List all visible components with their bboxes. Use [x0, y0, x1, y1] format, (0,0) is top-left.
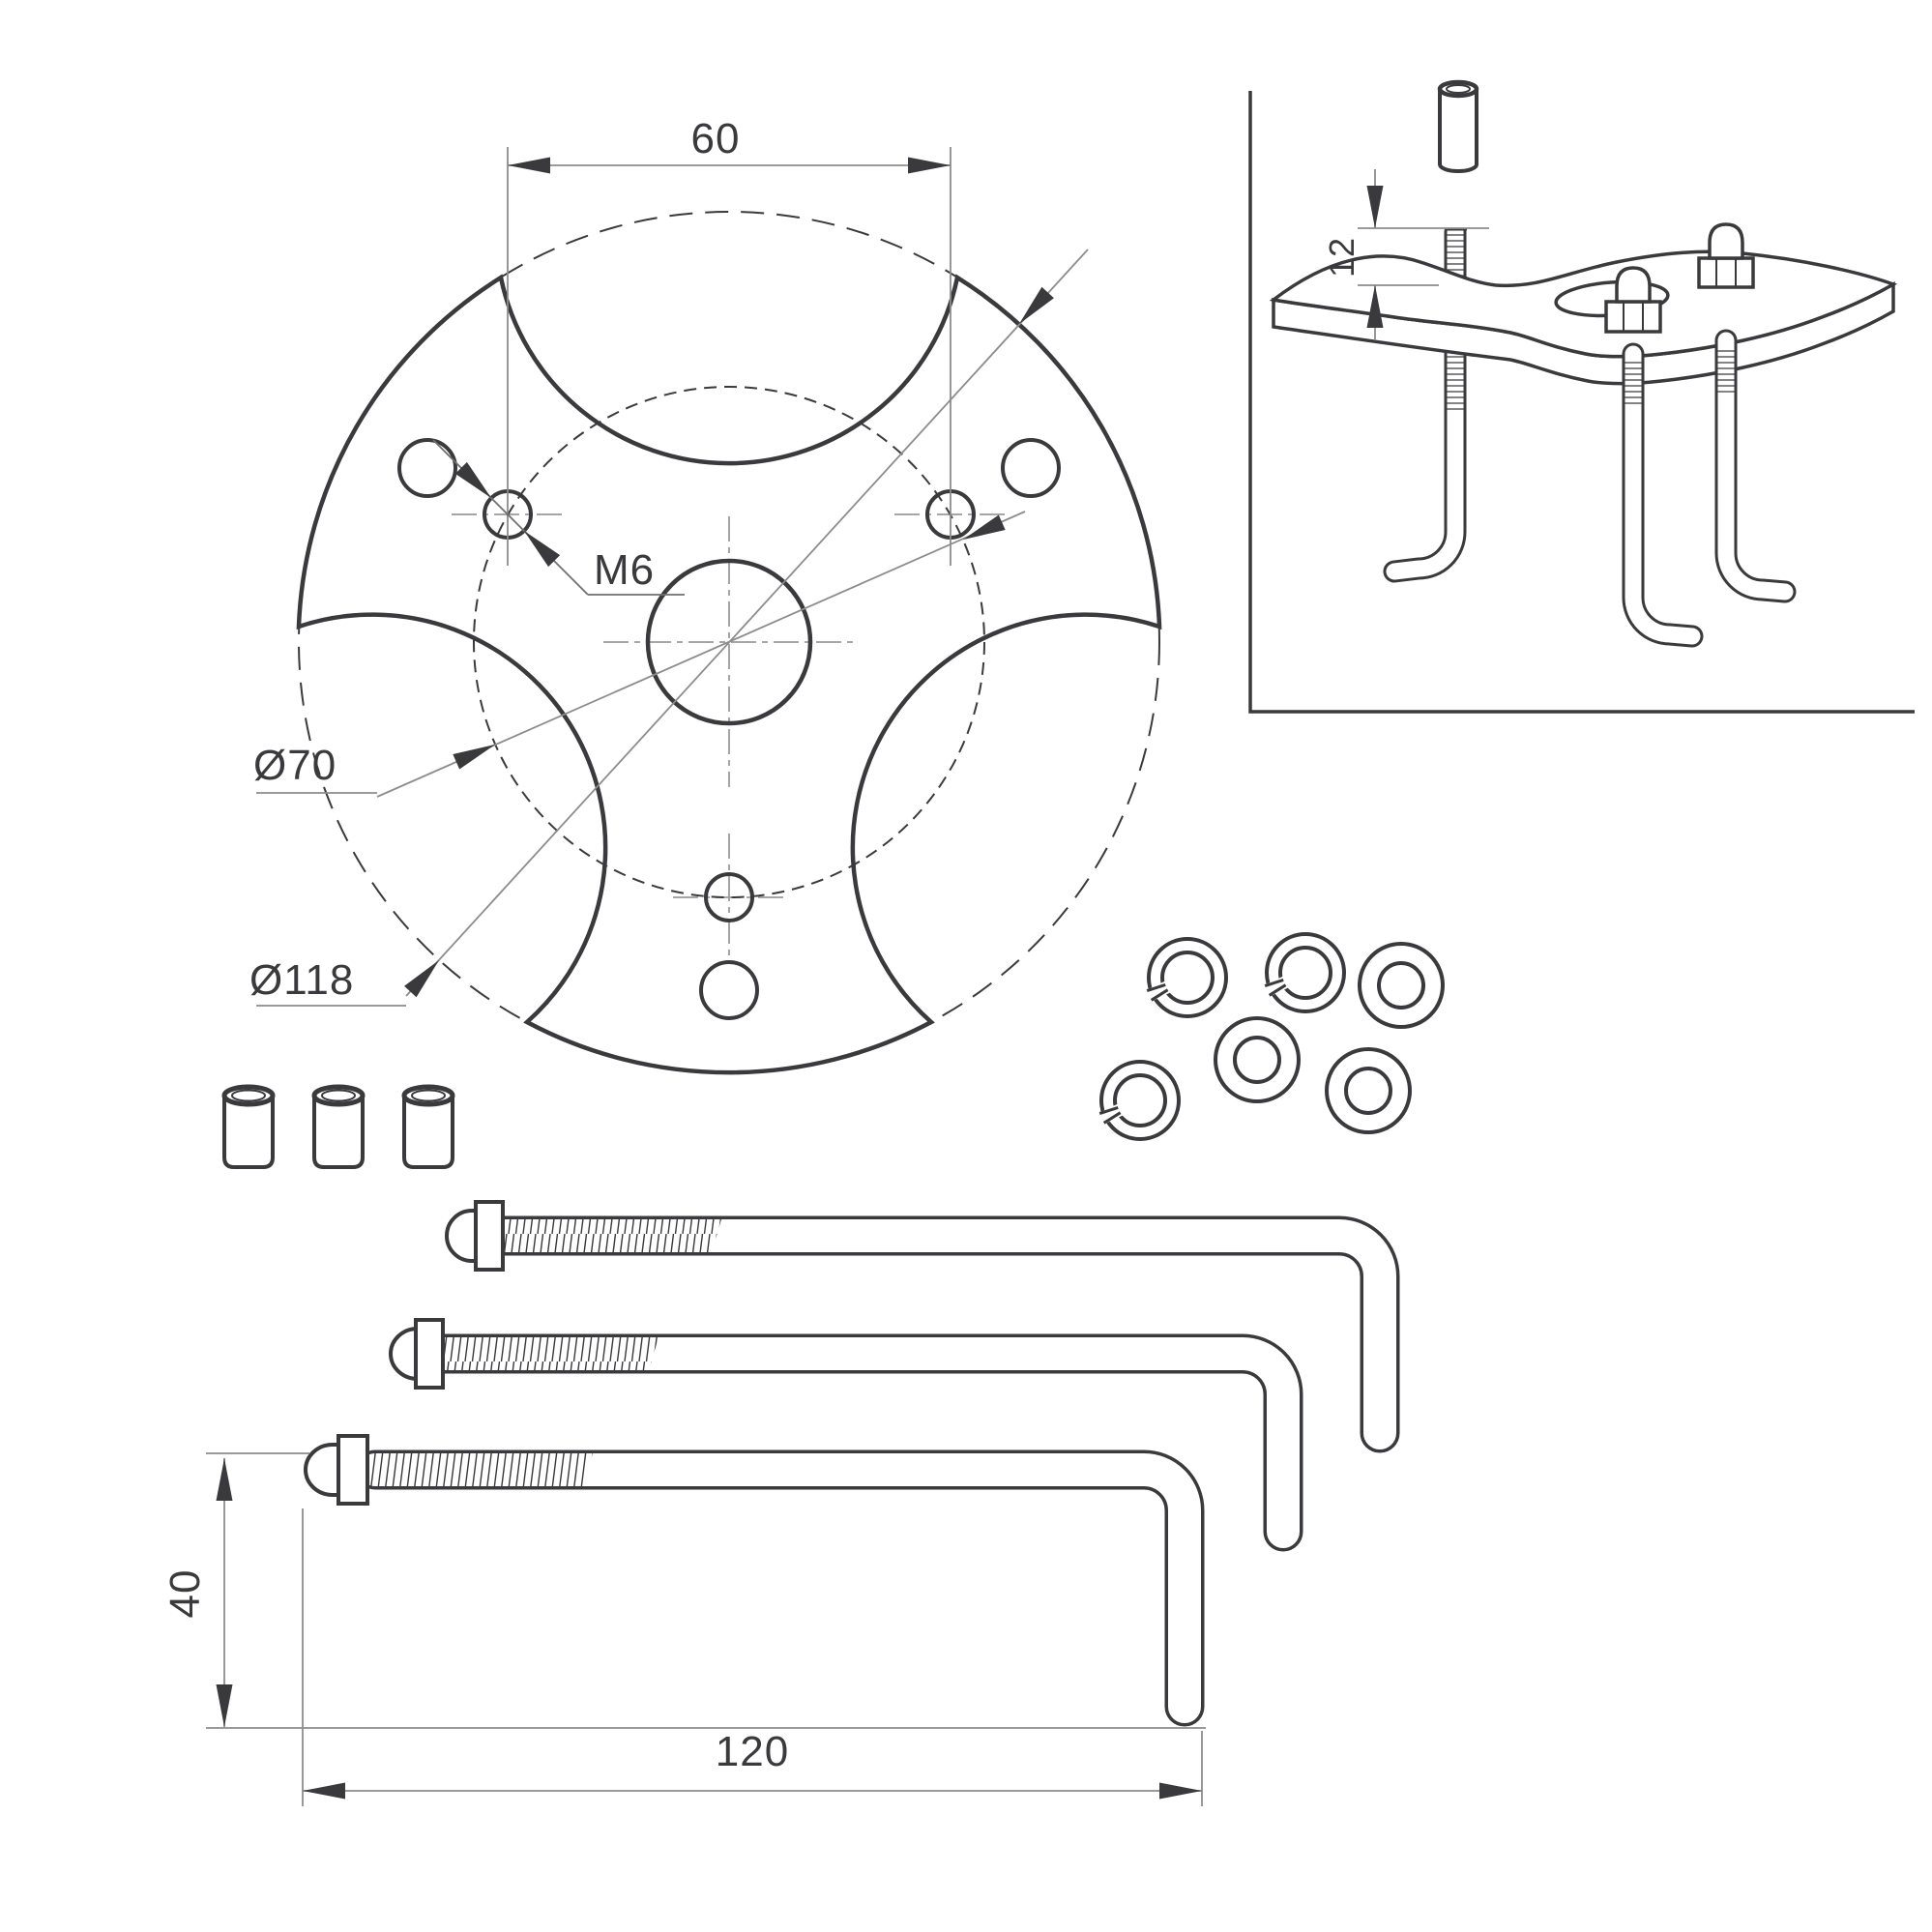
bolt-circle-dashed: [473, 386, 985, 898]
outer-circle-dashed: [298, 211, 1160, 1073]
dim-12: 12: [1322, 169, 1489, 340]
spring-washer: [1097, 1062, 1179, 1139]
iso-stud: [1383, 217, 1469, 583]
centerlines: [452, 513, 1007, 961]
dia70-leader: Ø70: [253, 511, 1026, 798]
hex-nut: [414, 1318, 445, 1390]
iso-plate: [1269, 249, 1898, 386]
counterbore-hole: [699, 960, 759, 1020]
iso-frame: [1248, 91, 1915, 714]
anchor-bolt: [388, 1318, 1303, 1552]
iso-stud: [1604, 266, 1704, 648]
thread-hatch: [443, 1337, 659, 1370]
iso-hex-nut: [1697, 256, 1755, 289]
counterbore-hole: [1001, 438, 1061, 498]
dia70-label: Ø70: [253, 742, 337, 789]
cap-nut: [303, 1443, 346, 1497]
anchor-bolts: [303, 1200, 1400, 1727]
hex-nut: [337, 1434, 369, 1506]
mount-hole: [704, 872, 754, 922]
dim-60-label: 60: [691, 115, 741, 162]
counterbore-hole: [397, 438, 457, 498]
spacer-tube: [224, 1087, 273, 1167]
spring-washer: [1144, 939, 1226, 1016]
dim-120-label: 120: [716, 1728, 789, 1775]
m6-leader: M6: [432, 439, 685, 596]
iso-hex-nut: [1604, 300, 1662, 334]
iso-spacer-tube: [1437, 79, 1479, 173]
flat-washer: [1214, 1016, 1301, 1103]
iso-stud: [1697, 222, 1797, 603]
spacer-tube: [404, 1087, 453, 1167]
dia118-label: Ø118: [249, 956, 354, 1004]
anchor-bolt: [444, 1200, 1400, 1453]
center-hole: [645, 558, 813, 726]
plan-view: 60 M6 Ø70 Ø118: [249, 115, 1162, 1075]
spacer-tube: [314, 1087, 363, 1167]
flat-washer: [1358, 942, 1445, 1029]
dim-60: 60: [507, 115, 951, 566]
dim-40: 40: [161, 1452, 1206, 1729]
spring-washer: [1262, 934, 1344, 1011]
dim-40-label: 40: [161, 1569, 209, 1619]
anchor-bolt: [303, 1434, 1205, 1727]
flat-washer: [1325, 1047, 1412, 1134]
dia118-leader: Ø118: [249, 249, 1089, 1007]
m6-label: M6: [594, 546, 655, 594]
spacer-tubes: [224, 1087, 453, 1167]
thread-hatch: [503, 1219, 721, 1252]
iso-cap-nut: [1615, 266, 1652, 304]
dim-12-label: 12: [1322, 237, 1361, 278]
hex-nut: [474, 1200, 505, 1272]
thread-hatch: [369, 1453, 593, 1486]
iso-view: 12: [1248, 79, 1915, 714]
iso-cap-nut: [1708, 222, 1744, 260]
flange-outline: [296, 274, 1162, 1075]
washers: [1097, 934, 1445, 1139]
dim-120: 120: [302, 1508, 1203, 1806]
